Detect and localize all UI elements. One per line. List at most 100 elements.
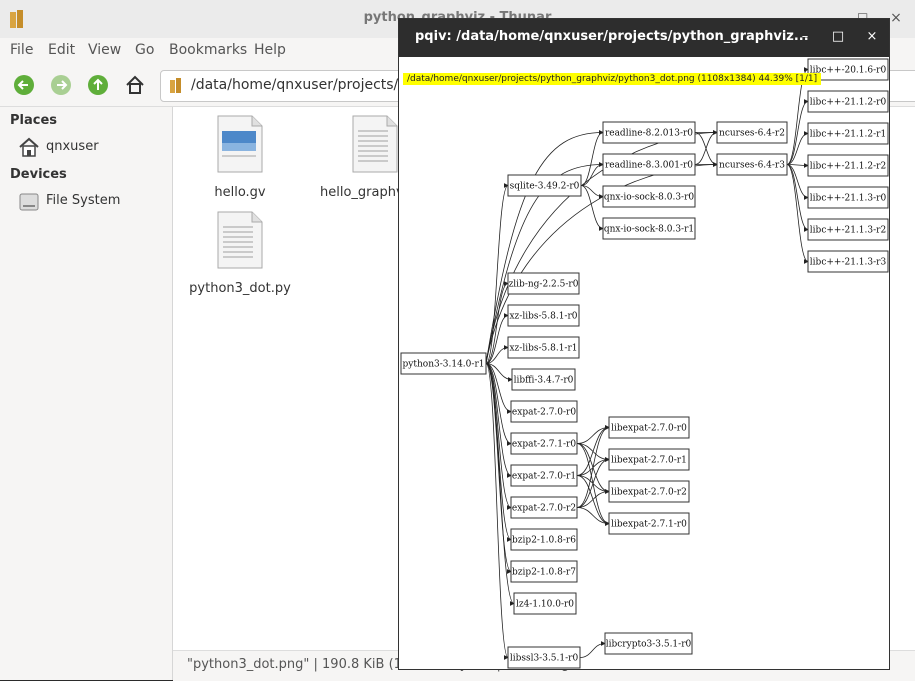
graph-node-libexpat271: libexpat-2.7.1-r0 xyxy=(609,513,689,534)
edge-ncurses64r3-to-libcxx2130 xyxy=(787,165,808,198)
graph-node-bzip26: bzip2-1.0.8-r6 xyxy=(511,529,577,550)
edge-ncurses64r3-to-libcxx2132 xyxy=(787,165,808,230)
graph-node-libssl: libssl3-3.5.1-r0 xyxy=(508,647,580,668)
file-item-python3-dot-py[interactable]: python3_dot.py xyxy=(185,211,295,296)
file-name: hello.gv xyxy=(185,185,295,200)
graph-node-libcxx2133: libc++-21.1.3-r3 xyxy=(808,251,888,272)
graph-node-libcxx2122: libc++-21.1.2-r2 xyxy=(808,155,888,176)
edge-python3-to-sqlite xyxy=(486,186,508,364)
node-label: expat-2.7.0-r0 xyxy=(512,408,576,418)
file-item-hello-gv[interactable]: hello.gv xyxy=(185,115,295,200)
sidebar: Places qnxuser Devices File System xyxy=(0,107,173,680)
node-label: readline-8.2.013-r0 xyxy=(605,129,693,139)
home-icon[interactable] xyxy=(124,74,146,96)
sidebar-item-label: qnxuser xyxy=(46,139,99,154)
graph-node-libcxx2130: libc++-21.1.3-r0 xyxy=(808,187,888,208)
node-label: libc++-21.1.3-r0 xyxy=(810,194,887,204)
graph-node-ncurses64r2: ncurses-6.4-r2 xyxy=(717,122,787,143)
image-file-icon xyxy=(216,115,264,173)
menu-file[interactable]: File xyxy=(10,42,33,58)
graph-node-libexpat2702: libexpat-2.7.0-r2 xyxy=(609,481,689,502)
image-info-overlay: /data/home/qnxuser/projects/python_graph… xyxy=(403,73,821,85)
back-icon[interactable] xyxy=(13,74,35,96)
graph-nodes: python3-3.14.0-r1 sqlite-3.49.2-r0 readlin… xyxy=(401,59,888,668)
devices-heading: Devices xyxy=(10,167,67,182)
graph-node-expat271: expat-2.7.1-r0 xyxy=(511,433,577,454)
menu-edit[interactable]: Edit xyxy=(48,42,75,58)
node-label: ncurses-6.4-r3 xyxy=(719,161,785,171)
graph-node-libexpat2701: libexpat-2.7.0-r1 xyxy=(609,449,689,470)
graph-node-libcxx2132: libc++-21.1.3-r2 xyxy=(808,219,888,240)
graph-node-expat2701: expat-2.7.0-r1 xyxy=(511,465,577,486)
graph-node-readline8213: readline-8.2.013-r0 xyxy=(603,122,695,143)
edge-ncurses64r3-to-libcxx2133 xyxy=(787,165,808,262)
text-file-icon xyxy=(216,211,264,269)
graph-node-sqlite: sqlite-3.49.2-r0 xyxy=(508,175,581,196)
menu-go[interactable]: Go xyxy=(135,42,154,58)
edge-python3-to-bzip26 xyxy=(486,364,511,540)
graph-node-bzip27: bzip2-1.0.8-r7 xyxy=(511,561,577,582)
graph-node-libcrypto: libcrypto3-3.5.1-r0 xyxy=(605,633,692,654)
node-label: bzip2-1.0.8-r6 xyxy=(512,536,576,546)
node-label: libc++-21.1.2-r1 xyxy=(810,130,886,140)
edge-python3-to-readline8213 xyxy=(486,133,603,364)
graph-node-qnxio1: qnx-io-sock-8.0.3-r1 xyxy=(603,218,695,239)
graph-node-libexpat270: libexpat-2.7.0-r0 xyxy=(609,417,689,438)
node-label: python3-3.14.0-r1 xyxy=(403,360,485,370)
forward-icon[interactable] xyxy=(50,74,72,96)
node-label: zlib-ng-2.2.5-r0 xyxy=(509,280,579,290)
edge-python3-to-expat2702 xyxy=(486,364,511,508)
graph-node-libffi: libffi-3.4.7-r0 xyxy=(512,369,575,390)
home-icon xyxy=(18,137,40,157)
menu-view[interactable]: View xyxy=(88,42,121,58)
graph-node-xz0: xz-libs-5.8.1-r0 xyxy=(508,305,579,326)
places-heading: Places xyxy=(10,113,57,128)
node-label: libc++-21.1.2-r2 xyxy=(810,162,886,172)
sidebar-item-qnxuser[interactable]: qnxuser xyxy=(18,137,168,159)
menu-help[interactable]: Help xyxy=(254,42,286,58)
node-label: libssl3-3.5.1-r0 xyxy=(510,654,579,664)
node-label: readline-8.3.001-r0 xyxy=(605,161,693,171)
close-button[interactable]: × xyxy=(888,10,904,26)
edge-ncurses64r3-to-libcxx2120 xyxy=(787,102,808,165)
pqiv-window[interactable]: pqiv: /data/home/qnxuser/projects/python… xyxy=(398,18,890,670)
graph-node-python3: python3-3.14.0-r1 xyxy=(401,353,486,374)
node-label: libc++-21.1.2-r0 xyxy=(810,98,887,108)
node-label: lz4-1.10.0-r0 xyxy=(516,600,574,610)
edge-sqlite-to-readline831 xyxy=(581,165,603,186)
graph-node-libcxx2120: libc++-21.1.2-r0 xyxy=(808,91,888,112)
menu-bookmarks[interactable]: Bookmarks xyxy=(169,42,247,58)
graph-node-expat2702: expat-2.7.0-r2 xyxy=(511,497,577,518)
graph-node-qnxio0: qnx-io-sock-8.0.3-r0 xyxy=(603,186,695,207)
graph-node-zlib: zlib-ng-2.2.5-r0 xyxy=(508,273,579,294)
up-icon[interactable] xyxy=(87,74,109,96)
dependency-graph: python3-3.14.0-r1 sqlite-3.49.2-r0 readlin… xyxy=(399,19,889,669)
node-label: expat-2.7.1-r0 xyxy=(512,440,576,450)
graph-node-libcxx2121: libc++-21.1.2-r1 xyxy=(808,123,888,144)
graph-node-readline831: readline-8.3.001-r0 xyxy=(603,154,695,175)
edge-sqlite-to-qnxio1 xyxy=(581,186,603,229)
node-label: xz-libs-5.8.1-r1 xyxy=(509,344,577,354)
sidebar-item-file-system[interactable]: File System xyxy=(18,191,168,213)
node-label: libexpat-2.7.0-r1 xyxy=(611,456,687,466)
node-label: expat-2.7.0-r2 xyxy=(512,504,576,514)
node-label: xz-libs-5.8.1-r0 xyxy=(509,312,577,322)
graph-node-xz1: xz-libs-5.8.1-r1 xyxy=(508,337,579,358)
graph-node-expat270: expat-2.7.0-r0 xyxy=(511,401,577,422)
drive-icon xyxy=(18,192,40,212)
node-label: libc++-21.1.3-r3 xyxy=(810,258,887,268)
node-label: qnx-io-sock-8.0.3-r1 xyxy=(604,225,694,235)
edge-ncurses64r3-to-libcxx2121 xyxy=(787,134,808,165)
folder-path-icon xyxy=(169,77,183,95)
node-label: libcrypto3-3.5.1-r0 xyxy=(606,640,692,650)
graph-node-lz4: lz4-1.10.0-r0 xyxy=(514,593,576,614)
node-label: qnx-io-sock-8.0.3-r0 xyxy=(604,193,695,203)
edge-python3-to-zlib xyxy=(486,284,508,364)
file-name: python3_dot.py xyxy=(185,281,295,296)
graph-node-ncurses64r3: ncurses-6.4-r3 xyxy=(717,154,787,175)
node-label: bzip2-1.0.8-r7 xyxy=(512,568,576,578)
edge-expat2702-to-libexpat270 xyxy=(577,428,609,508)
node-label: expat-2.7.0-r1 xyxy=(512,472,576,482)
node-label: libc++-20.1.6-r0 xyxy=(810,66,887,76)
node-label: libexpat-2.7.1-r0 xyxy=(611,520,687,530)
